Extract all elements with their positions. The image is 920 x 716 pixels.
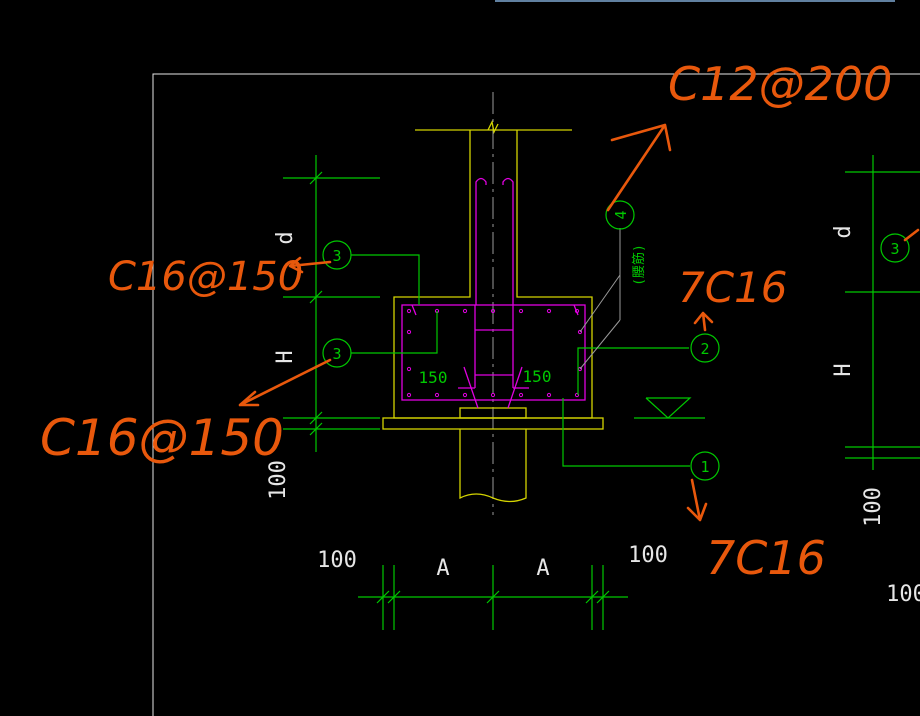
dimension-100-bottom-left: 100 [317, 548, 357, 573]
leader-lines [351, 228, 705, 467]
annotation-7c16-lower: 7C16 [706, 531, 826, 585]
marker-label: 4 [612, 210, 630, 219]
dimension-100-left: 100 [266, 460, 291, 500]
marker-label: 2 [700, 340, 709, 358]
waist-bar-label: (腰筋) [631, 244, 647, 286]
marker-label: 3 [332, 345, 341, 363]
marker-3-top: 3 [322, 240, 352, 270]
right-partial-detail [845, 155, 920, 470]
marker-2: 2 [690, 333, 720, 363]
cover-dimension-right: 150 [523, 367, 552, 386]
marker-1: 1 [690, 451, 720, 481]
marker-label: 1 [700, 458, 709, 476]
handwritten-arrows [238, 123, 920, 522]
horizontal-dimension-bottom [358, 565, 628, 630]
right-dimension-d: d [831, 225, 856, 238]
marker-3-mid: 3 [322, 338, 352, 368]
dimension-a-right: A [536, 556, 549, 581]
drawing-frame [152, 73, 920, 716]
marker-4: 4 [605, 200, 635, 230]
right-dimension-100-b: 100 [886, 582, 920, 607]
annotation-c16-150-upper: C16@150 [108, 254, 303, 300]
marker-label: 3 [332, 247, 341, 265]
dimension-100-bottom-right: 100 [628, 543, 668, 568]
dimension-d: d [273, 231, 298, 244]
vertical-dimension-left [283, 155, 380, 452]
right-dimension-h: H [831, 363, 856, 376]
foundation-outline [382, 120, 604, 503]
right-dimension-100-a: 100 [861, 487, 886, 527]
annotation-c12-200: C12@200 [668, 57, 892, 111]
cover-dimension-left: 150 [419, 368, 448, 387]
dimension-h: H [273, 350, 298, 363]
annotation-c16-150-lower: C16@150 [40, 409, 284, 467]
dimension-a-left: A [436, 556, 449, 581]
right-marker-3: 3 [890, 240, 899, 258]
annotation-7c16-upper: 7C16 [678, 263, 788, 312]
